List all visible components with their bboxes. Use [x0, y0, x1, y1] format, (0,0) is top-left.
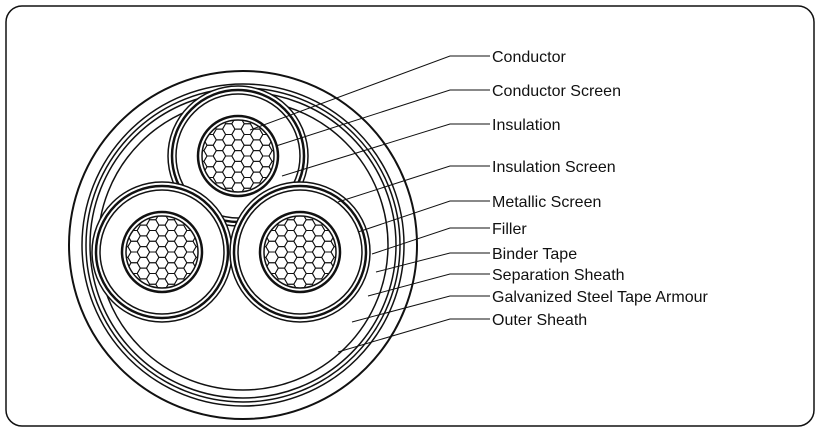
metallic-screen-ring — [94, 184, 230, 320]
leader-armour — [351, 295, 490, 323]
label-insulation: Insulation — [492, 117, 561, 134]
outer-sheath-ring — [68, 70, 418, 420]
leader-outer-sheath — [337, 318, 490, 353]
leader-conductor — [249, 55, 490, 131]
strand-hex — [330, 235, 336, 248]
conductor-boundary — [125, 215, 199, 289]
conductor-screen-ring — [258, 210, 342, 294]
strand-hex — [192, 256, 198, 269]
strand-hex — [192, 246, 198, 258]
leader-metallic-screen — [357, 200, 490, 233]
strand-hex — [340, 316, 352, 327]
strand-hex — [202, 316, 214, 327]
conductor-screen-ring — [196, 114, 280, 198]
label-filler: Filler — [492, 221, 527, 238]
strand-hex — [238, 311, 250, 322]
core-left — [91, 181, 233, 327]
insulation-screen-ring — [237, 189, 363, 315]
label-outer-sheath: Outer Sheath — [492, 312, 587, 329]
strand-hex — [350, 182, 362, 193]
core-sheath-outer — [91, 181, 233, 323]
leader-filler — [371, 227, 490, 255]
label-binder-tape: Binder Tape — [492, 246, 577, 263]
leader-insulation-screen — [337, 165, 490, 203]
strand-hex — [212, 311, 224, 322]
leader-separation-sheath — [367, 273, 490, 297]
layer-labels: Conductor Conductor Screen Insulation In… — [492, 49, 709, 329]
label-conductor-screen: Conductor Screen — [492, 83, 621, 100]
insulation-screen-ring — [99, 189, 225, 315]
armour-outer-ring — [81, 83, 405, 407]
leader-binder-tape — [375, 252, 490, 273]
strand-hex — [330, 246, 336, 258]
leader-insulation — [281, 123, 490, 177]
strand-hex — [268, 150, 274, 162]
label-conductor: Conductor — [492, 49, 566, 66]
strand-hex — [212, 300, 224, 311]
label-galvanized-steel-tape-armour: Galvanized Steel Tape Armour — [492, 289, 709, 306]
label-separation-sheath: Separation Sheath — [492, 267, 625, 284]
core-sheath-outer — [229, 181, 371, 323]
strand-hex — [330, 256, 336, 269]
conductor-boundary — [263, 215, 337, 289]
metallic-screen-ring — [232, 184, 368, 320]
strand-hex — [268, 139, 274, 152]
label-insulation-screen: Insulation Screen — [492, 159, 616, 176]
strand-hex — [238, 300, 250, 311]
strand-hex — [247, 316, 259, 327]
core-right — [229, 181, 371, 327]
strand-hex — [350, 300, 362, 311]
leader-conductor-screen — [275, 89, 490, 147]
conductor-screen-ring — [120, 210, 204, 294]
strand-hex — [192, 235, 198, 248]
leader-lines — [249, 55, 490, 353]
cable-cores — [91, 85, 371, 327]
conductor-boundary — [201, 119, 275, 193]
diagram-frame — [5, 5, 815, 427]
strand-hex — [268, 160, 274, 173]
label-metallic-screen: Metallic Screen — [492, 194, 601, 211]
